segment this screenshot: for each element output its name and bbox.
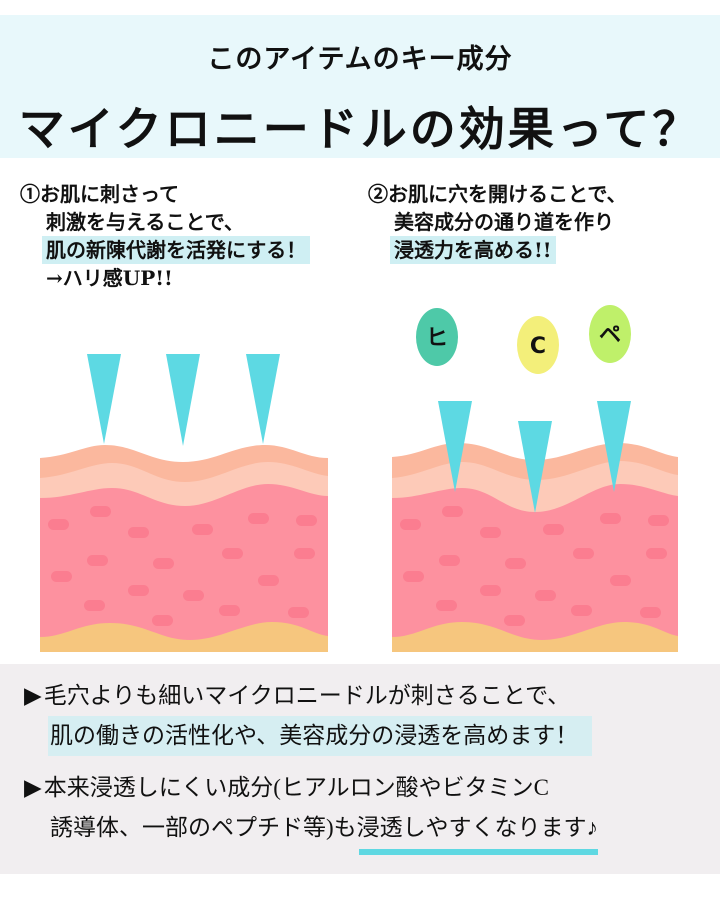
point-2: ②お肌に穴を開けることで、 美容成分の通り道を作り 浸透力を高める!!: [368, 180, 627, 264]
point-1-line-4: →ハリ感UP!!: [46, 266, 173, 290]
ingredient-peptide: ペ: [589, 305, 631, 363]
fat-layer: [392, 622, 678, 652]
summary-bullet-1: ▶毛穴よりも細いマイクロニードルが刺さることで、 肌の働きの活性化や、美容成分の…: [24, 676, 593, 756]
point-1-line-3: 肌の新陳代謝を活発にする！: [20, 236, 311, 264]
point-1: ①お肌に刺さって 刺激を与えることで、 肌の新陳代謝を活発にする！ →ハリ感UP…: [20, 180, 311, 292]
svg-text:C: C: [530, 334, 546, 359]
point-1-highlight: 肌の新陳代謝を活発にする！: [42, 236, 311, 264]
summary-bullet-1-line-1: ▶毛穴よりも細いマイクロニードルが刺さることで、: [24, 676, 592, 716]
fat-layer: [40, 622, 328, 652]
dermis: [40, 484, 328, 652]
summary-bullet-2-line-2: 誘導体、一部のペプチド等)も浸透しやすくなります♪: [24, 808, 599, 855]
summary-bullet-1-line-2: 肌の働きの活性化や、美容成分の浸透を高めます！: [24, 716, 593, 756]
summary-panel: ▶毛穴よりも細いマイクロニードルが刺さることで、 肌の働きの活性化や、美容成分の…: [0, 664, 720, 874]
dermis-cells: [48, 506, 317, 626]
dermis-cells: [400, 506, 669, 626]
summary-bullet-2-line-1: ▶本来浸透しにくい成分(ヒアルロン酸やビタミンC: [24, 768, 598, 808]
skin-diagram-stimulation: [40, 354, 328, 652]
point-1-line-1: ①お肌に刺さって: [20, 182, 179, 206]
needle-icon: [87, 354, 280, 446]
music-note-icon: ♪: [586, 815, 598, 840]
triangle-bullet-icon: ▶: [24, 683, 42, 708]
ingredient-vitamin-c: C: [517, 316, 559, 374]
point-2-line-2: 美容成分の通り道を作り: [394, 210, 614, 234]
header-title: マイクロニードルの効果って？: [18, 102, 702, 156]
needle-icon: [438, 401, 631, 513]
point-2-line-1: ②お肌に穴を開けることで、: [368, 182, 627, 206]
dermis: [392, 484, 678, 652]
summary-bullet-2: ▶本来浸透しにくい成分(ヒアルロン酸やビタミンC 誘導体、一部のペプチド等)も浸…: [24, 768, 599, 855]
ingredient-hyaluronic: ヒ: [416, 308, 458, 366]
underlined-text: 浸透しやすくなります: [357, 808, 599, 855]
svg-text:ヒ: ヒ: [426, 326, 448, 351]
header-banner: このアイテムのキー成分 マイクロニードルの効果って？: [0, 15, 720, 158]
point-2-highlight: 浸透力を高める!!: [390, 236, 556, 264]
svg-text:ペ: ペ: [599, 323, 621, 348]
header-subtitle: このアイテムのキー成分: [207, 44, 513, 75]
point-2-line-3: 浸透力を高める!!: [368, 236, 627, 264]
point-1-line-2: 刺激を与えることで、: [46, 210, 244, 234]
summary-highlight: 肌の働きの活性化や、美容成分の浸透を高めます！: [48, 716, 593, 756]
skin-diagram-penetration: ヒ C ペ: [392, 305, 678, 652]
triangle-bullet-icon: ▶: [24, 775, 42, 800]
